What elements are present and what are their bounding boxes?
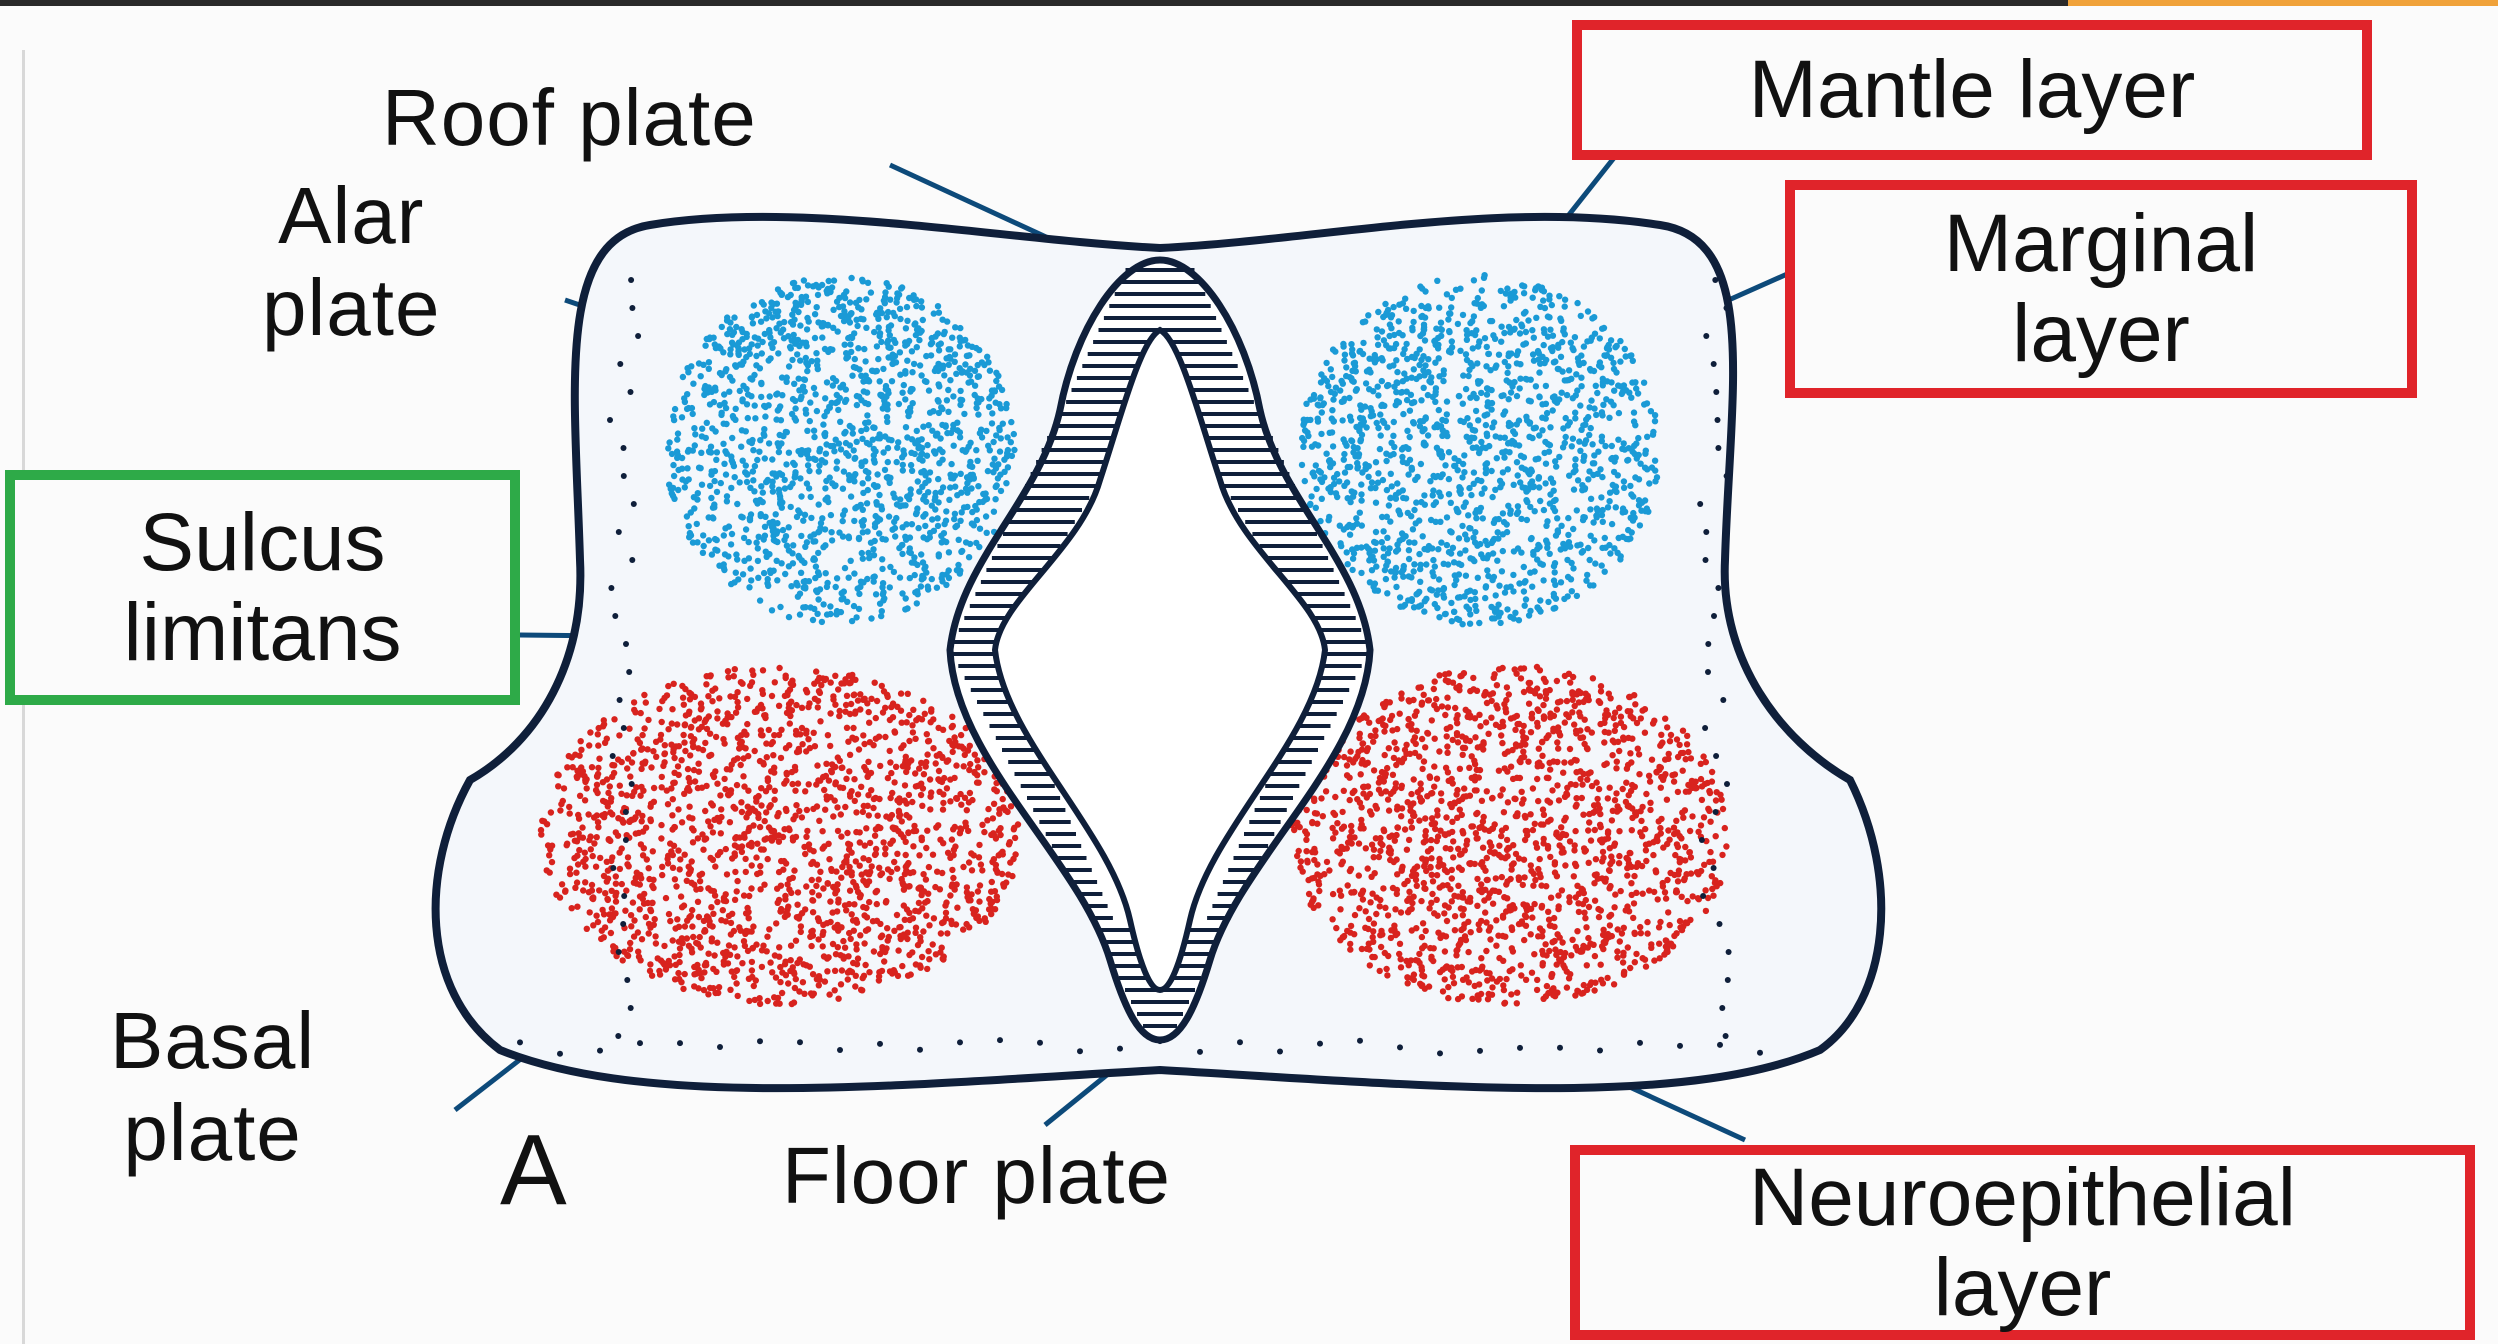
- box-sulcus-limitans: Sulcus limitans: [5, 470, 520, 705]
- label-marginal-layer: Marginal layer: [1943, 198, 2259, 379]
- label-basal-plate: Basal plate: [110, 996, 316, 1177]
- label-floor-plate: Floor plate: [782, 1131, 1171, 1220]
- alar-plate-right-cells: [1298, 272, 1661, 628]
- neuroepithelial-hatching: [952, 268, 1368, 1028]
- label-mantle-layer: Mantle layer: [1748, 44, 2196, 135]
- marginal-layer-cells: [517, 277, 1763, 1057]
- figure-letter: A: [500, 1114, 568, 1226]
- label-alar-plate: Alar plate: [262, 171, 441, 352]
- top-bar: [0, 0, 2498, 6]
- box-neuroepithelial-layer: Neuroepithelial layer: [1570, 1145, 2475, 1340]
- label-neuroepithelial-layer: Neuroepithelial layer: [1748, 1151, 2296, 1333]
- alar-plate-left-cells: [665, 274, 1018, 626]
- label-roof-plate: Roof plate: [382, 73, 757, 162]
- basal-plate-left-cells: [537, 664, 1022, 1008]
- box-mantle-layer: Mantle layer: [1572, 20, 2372, 160]
- top-bar-accent: [2068, 0, 2498, 6]
- label-sulcus-limitans: Sulcus limitans: [123, 496, 402, 678]
- box-marginal-layer: Marginal layer: [1785, 180, 2417, 398]
- central-canal: [991, 326, 1329, 994]
